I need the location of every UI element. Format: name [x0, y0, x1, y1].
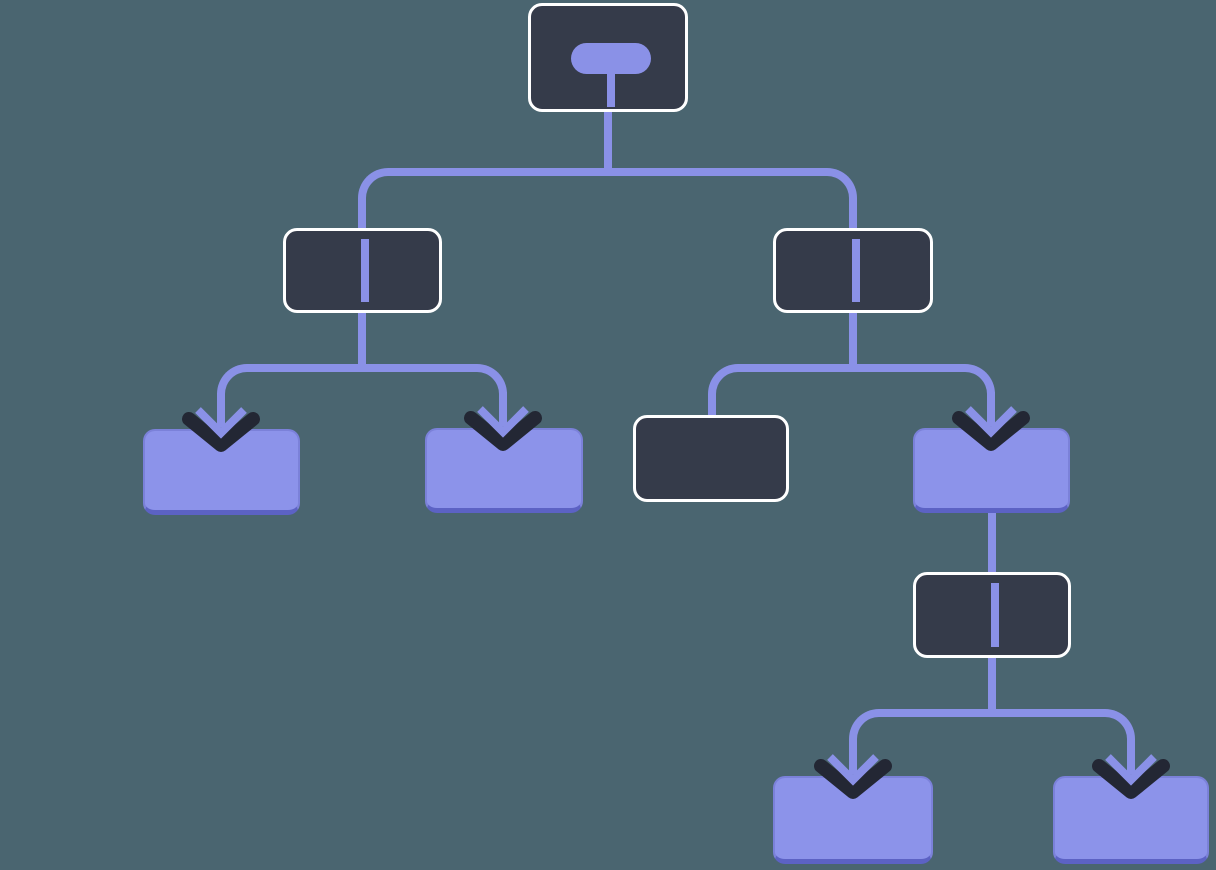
connector-leaf-c-to-branch-lower — [988, 511, 996, 574]
branch-node-left[interactable] — [283, 228, 442, 313]
chevron-down-arrow-icon — [814, 740, 892, 799]
root-pill-stem-icon — [607, 72, 615, 107]
branch-node-lower[interactable] — [913, 572, 1071, 658]
connector-elbow-branch-right-to-node-plain — [708, 364, 857, 417]
chevron-down-arrow-icon — [952, 392, 1030, 451]
connector-branch-right-stem — [849, 311, 857, 369]
vertical-line-icon — [991, 583, 999, 647]
connector-branch-left-stem — [358, 311, 366, 369]
chevron-down-arrow-icon — [1092, 740, 1170, 799]
plain-dark-node[interactable] — [633, 415, 789, 502]
chevron-down-arrow-icon — [464, 392, 542, 451]
connector-root-stem — [604, 111, 612, 172]
connector-elbow-root-to-branch-right — [608, 168, 857, 229]
vertical-line-icon — [852, 239, 860, 302]
branch-node-right[interactable] — [773, 228, 933, 313]
root-node[interactable] — [528, 3, 688, 112]
connector-elbow-root-to-branch-left — [358, 168, 608, 229]
vertical-line-icon — [361, 239, 369, 302]
connector-branch-lower-stem — [988, 656, 996, 713]
chevron-down-arrow-icon — [182, 393, 260, 452]
root-pill-icon — [571, 43, 651, 74]
